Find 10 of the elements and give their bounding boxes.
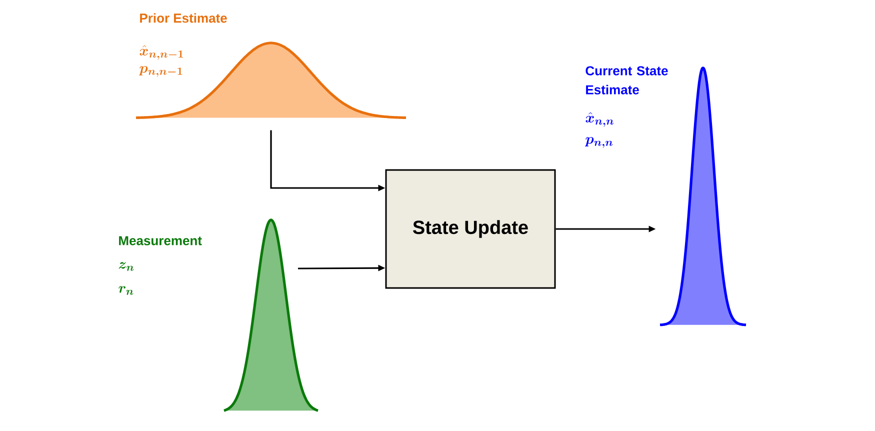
heading: Current State Estimate xyxy=(586,66,668,94)
heading: Measurement xyxy=(119,236,202,246)
math-label: $\bm{p_{n,n-1}}$ xyxy=(138,66,182,77)
process-box: State Update xyxy=(385,169,556,289)
math-label: $\bm{p_{n,n}}$ xyxy=(585,137,613,148)
math-label: $\bm{r_{n}}$ xyxy=(118,286,134,295)
math-label: $\bm{\hat{x}_{n,n-1}}$ xyxy=(140,45,183,60)
math-label: $\bm{\hat{x}_{n,n}}$ xyxy=(586,112,614,127)
math-label: $\bm{z_{n}}$ xyxy=(118,262,134,271)
heading: Prior Estimate xyxy=(140,13,227,23)
